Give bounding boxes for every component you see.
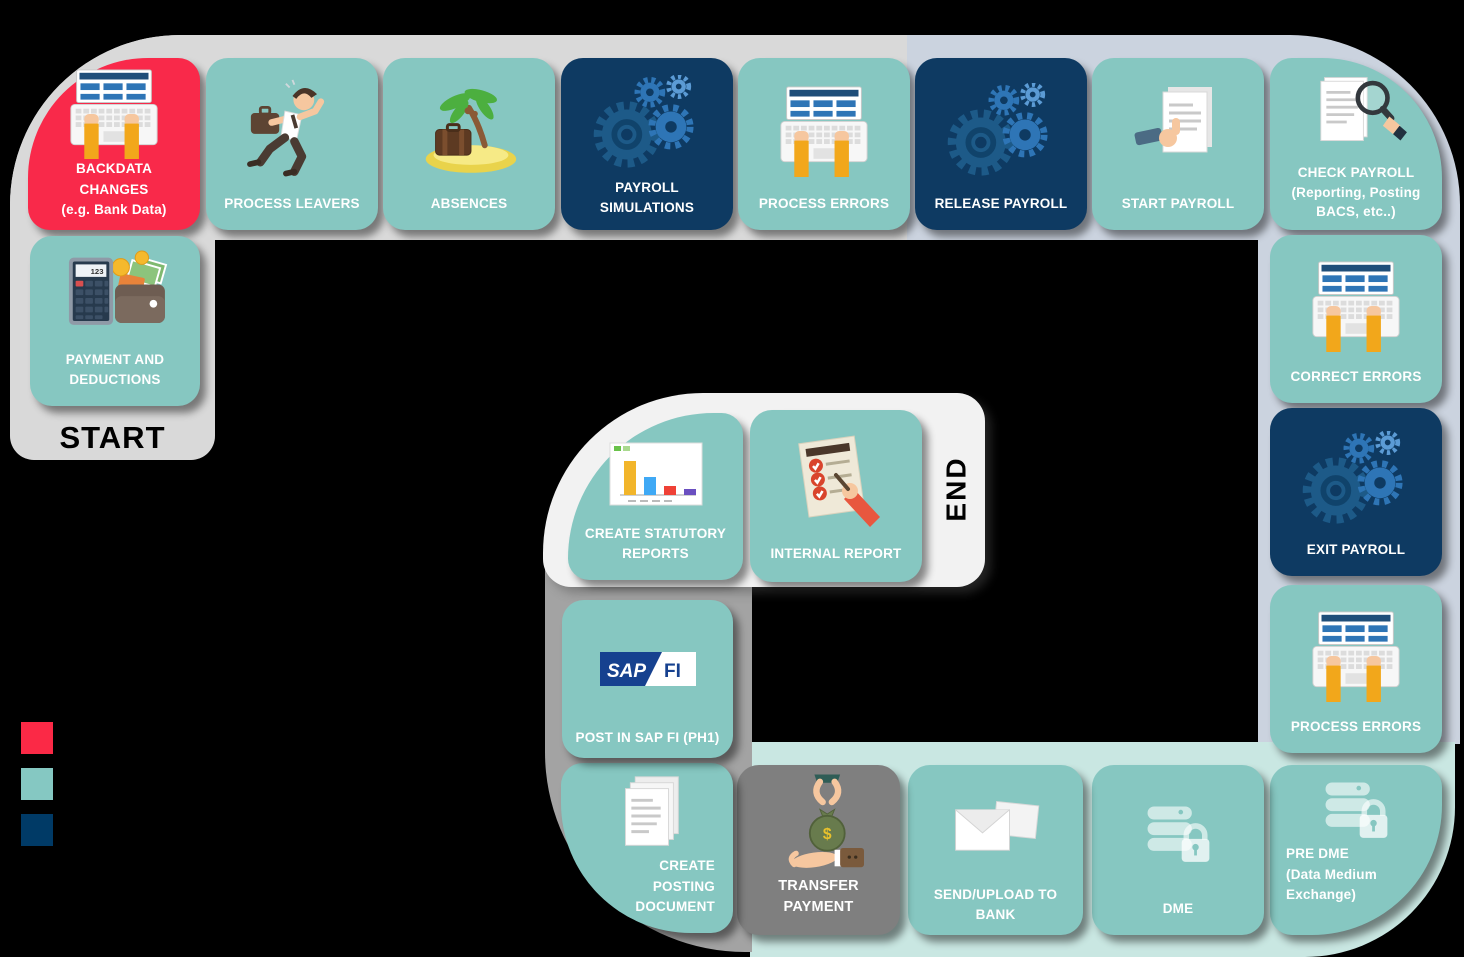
- laptop-hands-icon: [1270, 235, 1442, 367]
- tile-process-errors-right: PROCESS ERRORS: [1270, 585, 1442, 753]
- calculator-wallet-icon: 123: [30, 236, 200, 350]
- document-magnifier-icon: [1270, 58, 1442, 163]
- tile-label: PROCESS LEAVERS: [224, 195, 360, 211]
- gears-icon: [561, 58, 733, 178]
- money-hand-icon: $: [737, 765, 900, 876]
- tile-correct-errors: CORRECT ERRORS: [1270, 235, 1442, 403]
- tile-label: CORRECT ERRORS: [1290, 368, 1422, 384]
- legend-red-swatch: [21, 722, 53, 754]
- calculator-display: 123: [91, 267, 104, 276]
- documents-stack-icon: [561, 763, 733, 856]
- tile-process-leavers: PROCESS LEAVERS: [206, 58, 378, 230]
- sap-fi-logo-icon: SAP FI: [562, 600, 733, 728]
- laptop-hands-icon: [738, 58, 910, 194]
- tile-label: CREATE POSTING DOCUMENT: [635, 858, 715, 914]
- start-marker: START: [59, 420, 166, 455]
- tile-absences: ABSENCES: [383, 58, 555, 230]
- tile-payment-deductions: 123 PAYMENT AND DEDUCTIONS: [30, 236, 200, 406]
- envelopes-icon: [908, 765, 1083, 885]
- gears-icon: [1270, 408, 1442, 540]
- legend-teal-swatch: [21, 768, 53, 800]
- tile-label: ABSENCES: [430, 195, 508, 211]
- laptop-hands-icon: [1270, 585, 1442, 717]
- tile-release-payroll: RELEASE PAYROLL: [915, 58, 1087, 230]
- tile-label: CHECK PAYROLL (Reporting, Posting BACS, …: [1291, 165, 1421, 220]
- tile-label: START PAYROLL: [1121, 195, 1235, 211]
- tile-label: PAYROLL SIMULATIONS: [599, 179, 695, 215]
- tile-label: EXIT PAYROLL: [1306, 541, 1406, 557]
- tile-label: TRANSFER PAYMENT: [778, 877, 859, 916]
- tile-pre-dme: PRE DME (Data Medium Exchange): [1270, 765, 1442, 935]
- tile-check-payroll: CHECK PAYROLL (Reporting, Posting BACS, …: [1270, 58, 1442, 230]
- tile-process-errors-top: PROCESS ERRORS: [738, 58, 910, 230]
- tile-label: INTERNAL REPORT: [770, 545, 902, 561]
- tile-label: DME: [1162, 900, 1194, 916]
- tile-label: SEND/UPLOAD TO BANK: [933, 886, 1058, 922]
- tile-label: PROCESS ERRORS: [758, 195, 890, 211]
- tile-send-upload-to-bank: SEND/UPLOAD TO BANK: [908, 765, 1083, 935]
- bar-chart-report-icon: [568, 413, 743, 524]
- tile-dme: DME: [1092, 765, 1264, 935]
- database-lock-icon: [1092, 765, 1264, 899]
- checklist-hand-icon: [750, 410, 922, 544]
- tile-label: PAYMENT AND DEDUCTIONS: [65, 351, 165, 387]
- sap-logo-text: SAP: [607, 661, 646, 682]
- legend-navy-swatch: [21, 814, 53, 846]
- tile-label: PRE DME (Data Medium Exchange): [1286, 846, 1377, 902]
- fi-logo-text: FI: [664, 661, 681, 682]
- running-man-icon: [206, 58, 378, 194]
- tile-label: RELEASE PAYROLL: [934, 195, 1068, 211]
- tile-transfer-payment: $ TRANSFER PAYMENT: [737, 765, 900, 935]
- gears-icon: [915, 58, 1087, 194]
- tile-post-in-sap-fi: SAP FI POST IN SAP FI (PH1): [562, 600, 733, 758]
- tile-start-payroll: START PAYROLL: [1092, 58, 1264, 230]
- tile-backdata-changes: BACKDATA CHANGES (e.g. Bank Data): [28, 58, 200, 230]
- database-lock-icon: [1270, 765, 1442, 844]
- tile-payroll-simulations: PAYROLL SIMULATIONS: [561, 58, 733, 230]
- tile-label: POST IN SAP FI (PH1): [575, 729, 720, 745]
- tile-create-statutory-reports: CREATE STATUTORY REPORTS: [568, 413, 743, 580]
- tile-label: CREATE STATUTORY REPORTS: [584, 525, 727, 561]
- laptop-hands-icon: [28, 58, 200, 160]
- money-bag-symbol: $: [822, 826, 831, 843]
- island-vacation-icon: [383, 58, 555, 194]
- document-approve-icon: [1092, 58, 1264, 194]
- end-marker: END: [927, 400, 987, 578]
- tile-exit-payroll: EXIT PAYROLL: [1270, 408, 1442, 576]
- tile-label: PROCESS ERRORS: [1290, 718, 1422, 734]
- tile-label: BACKDATA CHANGES (e.g. Bank Data): [61, 161, 167, 217]
- end-marker-text: END: [941, 456, 972, 522]
- tile-internal-report: INTERNAL REPORT: [750, 410, 922, 582]
- tile-create-posting-document: CREATE POSTING DOCUMENT: [561, 763, 733, 933]
